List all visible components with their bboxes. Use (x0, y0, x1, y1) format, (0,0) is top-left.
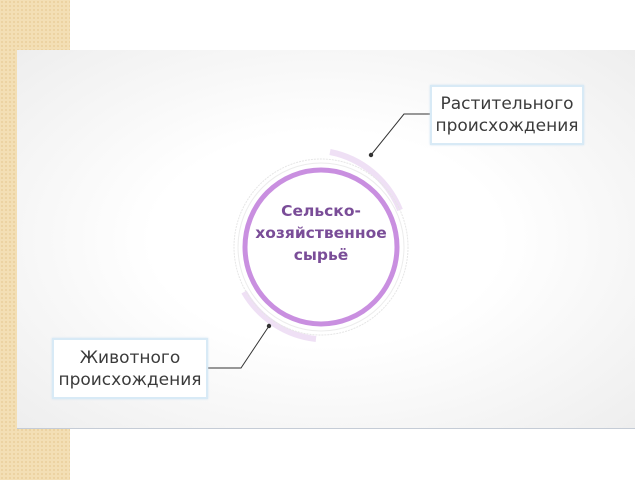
center-line: Сельско- (281, 202, 361, 220)
center-line: сырьё (293, 246, 349, 264)
branch-line: происхождения (58, 369, 202, 390)
connector-bottom-left (207, 325, 270, 369)
branch-animal-origin: Животного происхождения (52, 338, 208, 399)
top-right-accent-arc (329, 149, 403, 212)
connector-dot-top (368, 152, 374, 158)
connector-dot-bottom (266, 323, 272, 329)
connector-top-right (370, 113, 431, 156)
bottom-left-accent-arc (241, 290, 317, 342)
branch-line: Растительного (440, 94, 574, 114)
center-line: хозяйственное (255, 224, 387, 242)
inner-thin-ring (237, 162, 405, 332)
branch-plant-origin: Растительного происхождения (430, 85, 584, 145)
central-node-label: Сельско- хозяйственное сырьё (246, 200, 396, 266)
branch-line: происхождения (435, 116, 579, 136)
branch-line: Животного (79, 347, 181, 368)
outer-thin-ring (233, 158, 409, 336)
main-ring (242, 167, 400, 327)
